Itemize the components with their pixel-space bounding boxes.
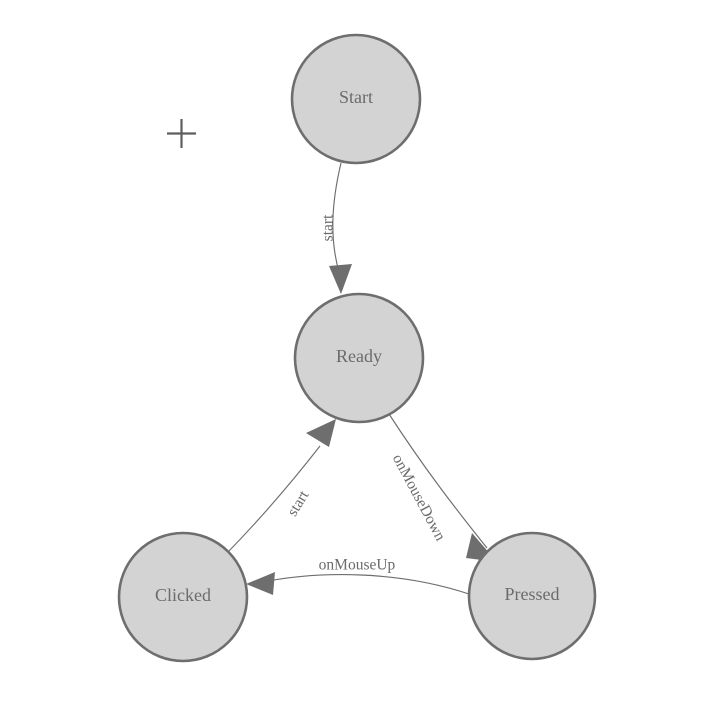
edge-line [388, 413, 488, 549]
edge-clicked-to-ready[interactable]: start [227, 419, 336, 553]
node-shape [290, 33, 422, 165]
edge-ready-to-pressed[interactable]: onMouseDown [388, 413, 497, 562]
edge-line [332, 162, 342, 273]
crosshair-icon[interactable] [167, 119, 196, 148]
arrowhead-icon [306, 419, 336, 447]
edge-start-to-ready[interactable]: start [320, 162, 352, 294]
node-start[interactable]: Start [290, 33, 422, 165]
node-pressed[interactable]: Pressed [467, 531, 597, 661]
node-shape [293, 292, 425, 424]
edge-label-clicked-to-ready: start [284, 487, 313, 519]
node-label-ready: Ready [336, 346, 382, 366]
edge-pressed-to-clicked[interactable]: onMouseUp [246, 557, 470, 595]
edge-label-start-to-ready: start [320, 214, 337, 241]
edge-line [227, 445, 321, 553]
arrowhead-icon [329, 264, 352, 294]
arrowhead-icon [246, 572, 275, 595]
node-clicked[interactable]: Clicked [117, 531, 249, 663]
node-ready[interactable]: Ready [293, 292, 425, 424]
edge-label-ready-to-pressed: onMouseDown [389, 451, 449, 544]
node-label-clicked: Clicked [155, 585, 211, 605]
node-shape [467, 531, 597, 661]
node-label-pressed: Pressed [505, 584, 560, 604]
node-label-start: Start [339, 87, 373, 107]
edge-line [257, 574, 470, 595]
edge-label-pressed-to-clicked: onMouseUp [319, 557, 396, 574]
node-shape [117, 531, 249, 663]
